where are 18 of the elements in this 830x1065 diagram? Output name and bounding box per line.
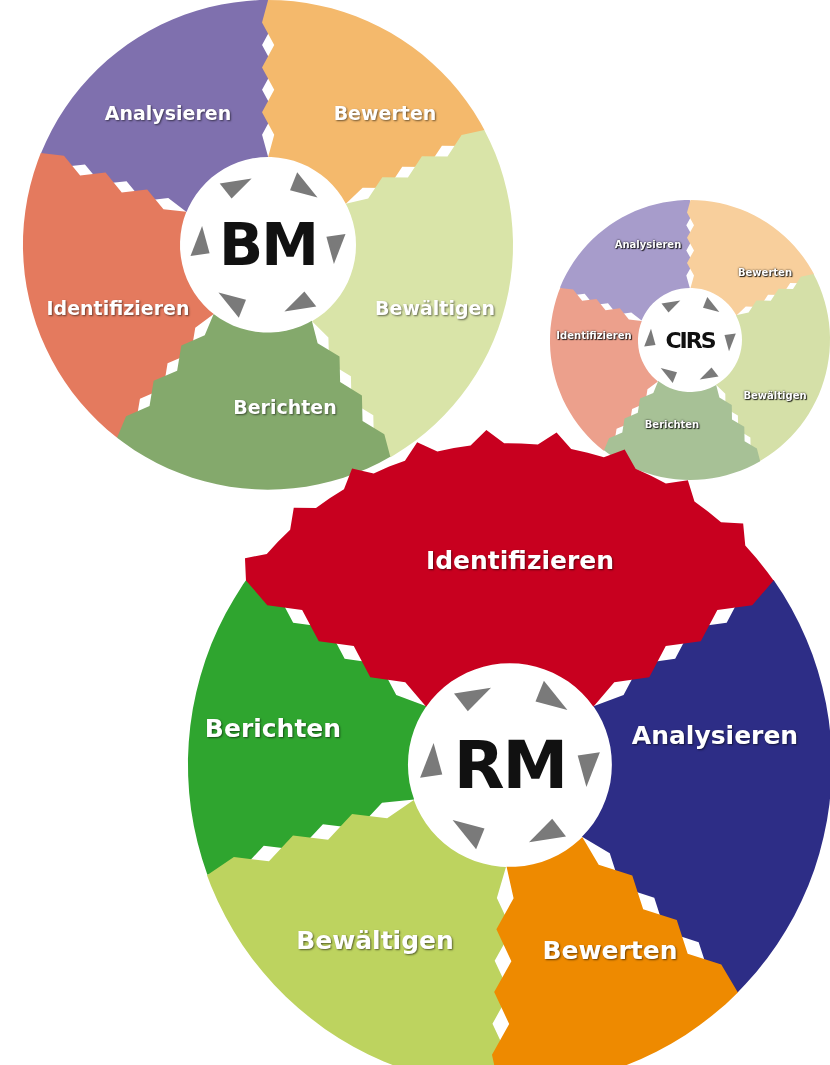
cycle-title: BM (219, 211, 317, 279)
cycle-title: CIRS (665, 327, 715, 353)
segment-label: Analysieren (104, 102, 232, 124)
segment-label: Berichten (644, 418, 700, 430)
segment-label: Identifizieren (46, 297, 190, 319)
segment-label: Berichten (204, 713, 342, 743)
segment-label: Analysieren (614, 238, 682, 250)
segment-label: Identifizieren (425, 545, 615, 575)
segment-label: Bewältigen (743, 389, 807, 401)
segment-label: Bewerten (737, 266, 792, 278)
segment-label: Berichten (233, 396, 337, 418)
segment-label: Bewältigen (375, 297, 495, 319)
segment-label: Bewerten (333, 102, 437, 124)
segment-label: Bewältigen (296, 925, 454, 955)
cycle-title: RM (453, 726, 567, 804)
segment-label: Analysieren (631, 720, 799, 750)
segment-label: Bewerten (542, 935, 678, 965)
segment-label: Identifizieren (556, 329, 632, 341)
